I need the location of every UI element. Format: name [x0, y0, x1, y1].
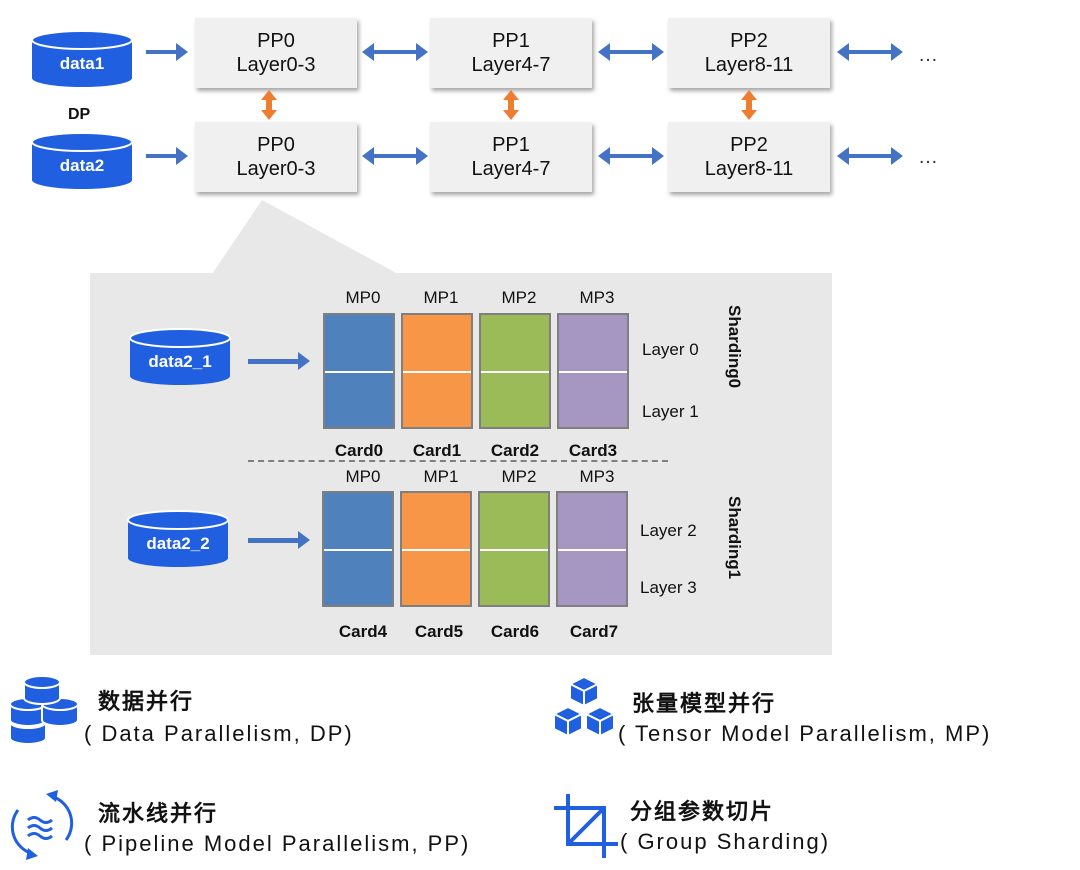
sharding-label: Sharding1 — [725, 496, 744, 580]
mp-label: MP3 — [579, 467, 615, 486]
pp-stage-label: PP0 — [257, 30, 295, 52]
mp-label: MP2 — [501, 288, 537, 307]
arrow-bidirectional — [362, 147, 428, 165]
mp-label: MP1 — [423, 288, 459, 307]
pp-stage-label: PP2 — [730, 30, 768, 52]
card-label: Card3 — [568, 441, 618, 460]
legend-gs-subtitle: ( Group Sharding) — [620, 829, 831, 854]
arrow-right — [146, 147, 188, 165]
data1-database-icon: data1 — [30, 30, 134, 90]
card-label: Card2 — [490, 441, 540, 460]
card1-block — [401, 313, 473, 429]
ellipsis: … — [918, 146, 938, 168]
cycle-flow-icon — [10, 790, 74, 860]
orange-vertical-arrow — [261, 90, 277, 120]
group-divider — [248, 460, 668, 462]
data2_2-database-icon: data2_2 — [126, 510, 230, 570]
arrow-right — [146, 43, 188, 61]
sharding-label: Sharding0 — [725, 305, 744, 389]
data2_2-label: data2_2 — [146, 534, 210, 553]
layer-label: Layer 3 — [640, 578, 697, 597]
mp-label: MP0 — [345, 467, 381, 486]
legend-dp-subtitle: ( Data Parallelism, DP) — [84, 721, 354, 746]
pp0-box-row2: PP0 Layer0-3 — [195, 122, 357, 192]
mp-label: MP3 — [579, 288, 615, 307]
arrow-bidirectional — [837, 147, 903, 165]
layer-label: Layer 0 — [642, 340, 699, 359]
pp1-box-row2: PP1 Layer4-7 — [430, 122, 592, 192]
pp-layer-label: Layer4-7 — [471, 158, 551, 180]
legend-dp-title: 数据并行 — [98, 689, 195, 714]
data2_1-database-icon: data2_1 — [128, 328, 232, 388]
layer-label: Layer 1 — [642, 402, 699, 421]
database-stack-icon — [9, 675, 79, 745]
pp-stage-label: PP0 — [257, 134, 295, 156]
legend-pp-title: 流水线并行 — [98, 801, 219, 826]
arrow-right — [248, 352, 310, 370]
card7-block — [556, 491, 628, 607]
data1-label: data1 — [59, 54, 105, 73]
pp-layer-label: Layer8-11 — [704, 158, 794, 180]
legend-mp-title: 张量模型并行 — [632, 691, 777, 716]
orange-vertical-arrow — [741, 90, 757, 120]
arrow-right — [248, 531, 310, 549]
card3-block — [557, 313, 629, 429]
pp-stage-label: PP2 — [730, 134, 768, 156]
pp-layer-label: Layer0-3 — [236, 54, 316, 76]
arrow-bidirectional — [837, 43, 903, 61]
orange-vertical-arrow — [503, 90, 519, 120]
pp2-box-row1: PP2 Layer8-11 — [668, 18, 830, 88]
pp2-box-row2: PP2 Layer8-11 — [668, 122, 830, 192]
pp-stage-label: PP1 — [492, 134, 530, 156]
mp-label: MP1 — [423, 467, 459, 486]
arrow-bidirectional — [362, 43, 428, 61]
mp-label: MP0 — [345, 288, 381, 307]
pp-stage-label: PP1 — [492, 30, 530, 52]
legend-pp-subtitle: ( Pipeline Model Parallelism, PP) — [84, 831, 471, 856]
card5-block — [400, 491, 472, 607]
pp-layer-label: Layer0-3 — [236, 158, 316, 180]
arrow-bidirectional — [598, 147, 664, 165]
cubes-icon — [551, 675, 617, 738]
pp-layer-label: Layer4-7 — [471, 54, 551, 76]
card0-block — [323, 313, 395, 429]
arrow-bidirectional — [598, 43, 664, 61]
card-label: Card4 — [338, 622, 388, 641]
card4-block — [322, 491, 394, 607]
legend-gs-title: 分组参数切片 — [630, 799, 775, 824]
card-label: Card1 — [412, 441, 462, 460]
card-label: Card7 — [569, 622, 619, 641]
data2-label: data2 — [59, 156, 105, 175]
pp1-box-row1: PP1 Layer4-7 — [430, 18, 592, 88]
layer-label: Layer 2 — [640, 521, 697, 540]
card-label: Card5 — [414, 622, 464, 641]
data2_1-label: data2_1 — [148, 352, 212, 371]
legend-mp-subtitle: ( Tensor Model Parallelism, MP) — [618, 721, 992, 746]
pp-layer-label: Layer8-11 — [704, 54, 794, 76]
mp-label: MP2 — [501, 467, 537, 486]
data2-database-icon: data2 — [30, 132, 134, 192]
card-label: Card0 — [334, 441, 384, 460]
dp-label: DP — [68, 106, 91, 123]
ellipsis: … — [918, 44, 938, 66]
card2-block — [479, 313, 551, 429]
pp0-box-row1: PP0 Layer0-3 — [195, 18, 357, 88]
crop-icon — [554, 794, 618, 858]
card-label: Card6 — [490, 622, 540, 641]
card6-block — [478, 491, 550, 607]
